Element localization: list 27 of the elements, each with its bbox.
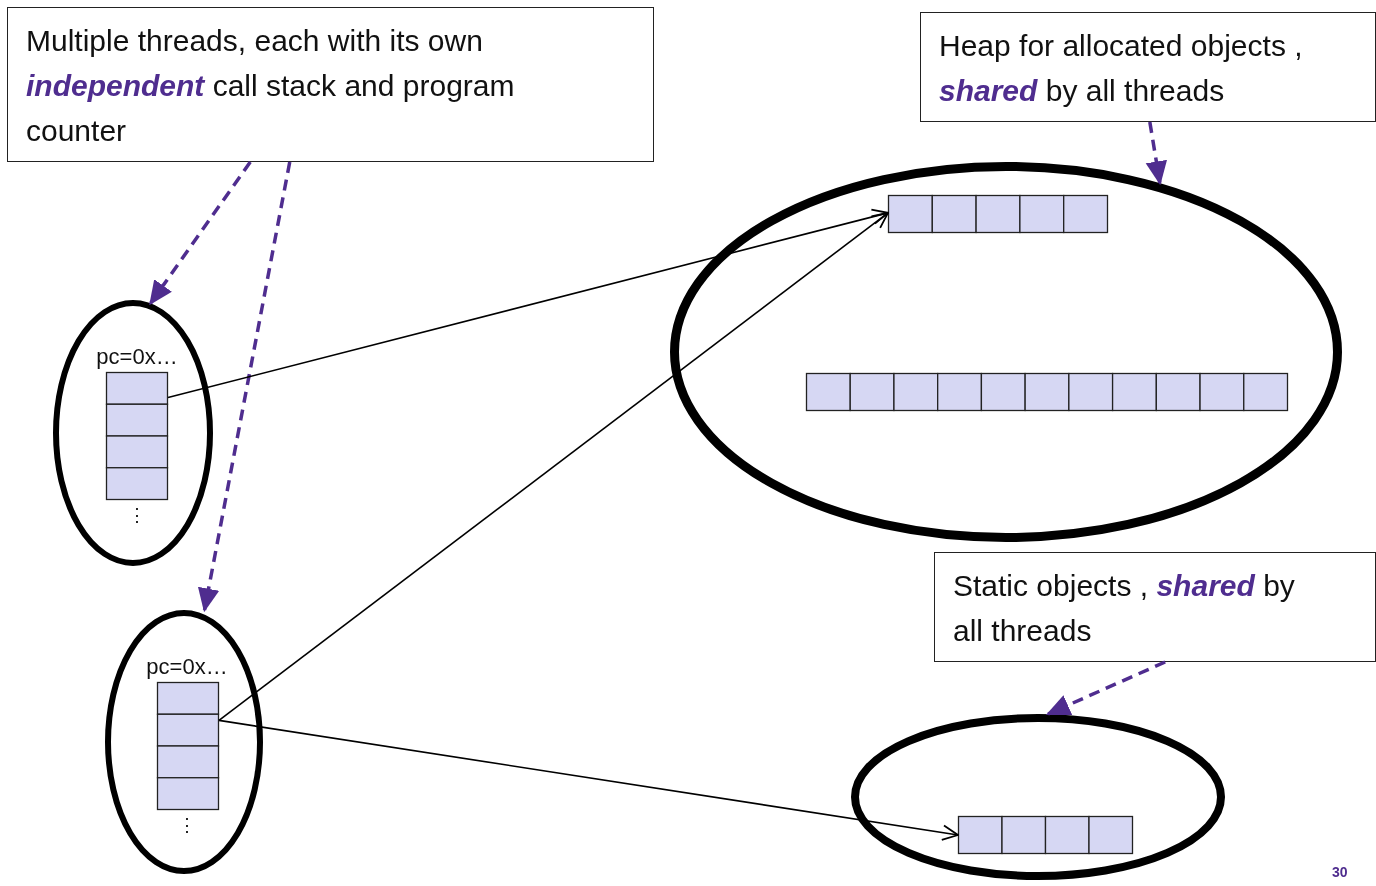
pointer-arrow — [218, 719, 959, 841]
object-array — [888, 195, 1108, 233]
object-array — [958, 816, 1133, 854]
callout-box — [920, 12, 1376, 122]
pointer-arrow — [218, 211, 889, 722]
dashed-arrow — [1045, 660, 1166, 716]
pc-label: pc=0x… — [146, 654, 228, 680]
dashed-arrow — [197, 161, 292, 613]
pc-label: pc=0x… — [96, 344, 178, 370]
thread-ellipse — [53, 300, 213, 566]
callout-box — [7, 7, 654, 162]
object-array — [806, 373, 1288, 411]
memory-ellipse — [670, 162, 1342, 542]
dashed-arrow — [1145, 121, 1167, 186]
ellipsis-mark: ⋮ — [128, 505, 146, 525]
memory-ellipse — [851, 714, 1225, 880]
pointer-arrow — [167, 208, 889, 399]
page-number: 30 — [1332, 864, 1348, 880]
dashed-arrow — [149, 161, 252, 306]
callout-box — [934, 552, 1376, 662]
call-stack — [157, 682, 219, 810]
call-stack — [106, 372, 168, 500]
callout-text: Heap for allocated objects , shared by all threads — [939, 28, 1304, 109]
callout-text: Static objects , shared by all threads — [953, 568, 1296, 649]
thread-ellipse — [105, 610, 263, 874]
callout-text: Multiple threads, each with its own independent call stack and program counter — [26, 23, 516, 149]
ellipsis-mark: ⋮ — [178, 815, 196, 835]
